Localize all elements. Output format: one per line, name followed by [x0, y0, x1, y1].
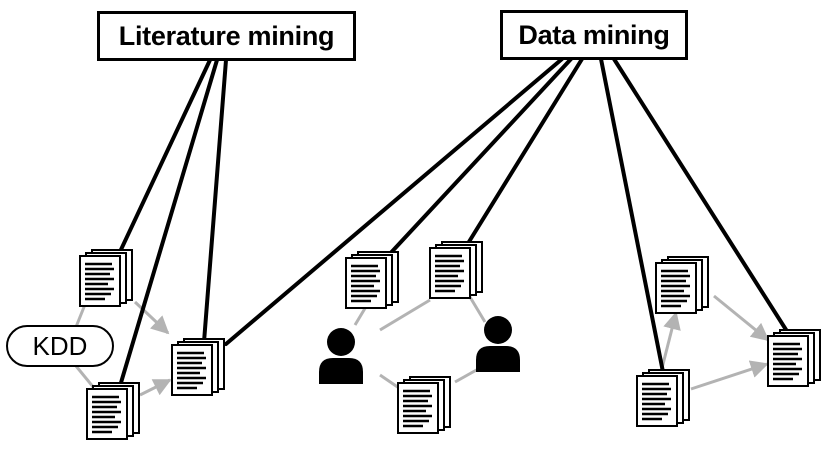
strong-links	[116, 57, 792, 388]
link-person2-docB	[468, 296, 487, 323]
link-dm-docB	[465, 57, 584, 247]
person-icon	[476, 316, 520, 372]
person-icon	[319, 328, 363, 384]
arrow-doc1-doc3	[133, 300, 170, 335]
link-lit-doc3	[202, 58, 228, 344]
literature-mining-label: Literature mining	[97, 11, 356, 61]
kdd-label: KDD	[6, 325, 114, 367]
link-lit-doc2	[118, 58, 219, 388]
link-dm-docR2	[612, 57, 792, 338]
link-dm-doc3	[224, 57, 564, 346]
weak-links	[74, 294, 770, 397]
document-stack-icon	[656, 257, 708, 313]
arrow-docR3-docR1	[659, 311, 681, 373]
arrow-doc2-doc3	[139, 378, 172, 397]
document-stack-icon	[346, 252, 398, 308]
document-stack-icon	[768, 330, 820, 386]
document-stack-icon	[80, 250, 132, 306]
arrow-docR1-docR2	[713, 294, 770, 342]
document-stack-icon	[637, 370, 689, 426]
document-stack-icon	[87, 383, 139, 439]
arrow-docR3-docR2	[690, 360, 769, 391]
document-stack-icon	[430, 242, 482, 298]
document-stack-icon	[172, 339, 224, 395]
document-stack-icon	[398, 377, 450, 433]
link-person1-docB	[379, 298, 431, 332]
link-lit-doc1	[116, 58, 212, 258]
link-dm-docR3	[599, 57, 665, 374]
link-kdd-doc2	[74, 365, 96, 389]
data-mining-label: Data mining	[500, 10, 688, 60]
link-dm-docA	[384, 57, 573, 260]
link-person2-docC	[454, 366, 481, 384]
